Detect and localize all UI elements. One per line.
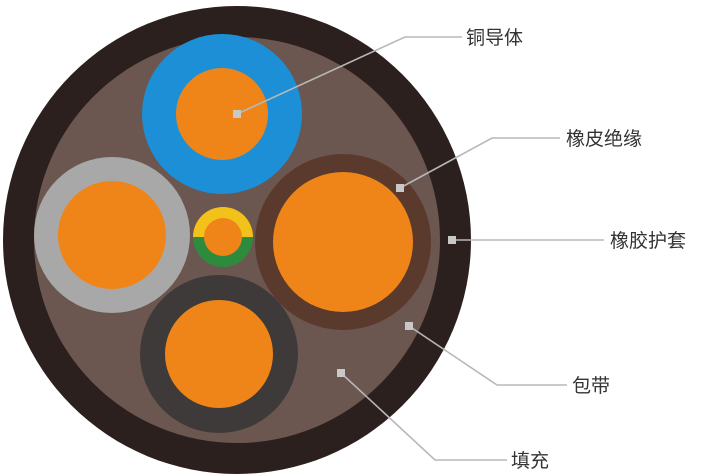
label-conductor: 铜导体 [466,27,523,49]
label-tape: 包带 [572,375,610,397]
leader-line-insulation [399,137,560,189]
core-brown-conductor [273,172,413,312]
leader-dot-tape [405,322,413,330]
leader-dot-conductor [233,110,241,118]
core-grey-conductor [58,181,166,289]
leader-dot-filler [337,369,345,377]
leader-dot-sheath [448,236,456,244]
core-blue-conductor [176,68,268,160]
earth-core-conductor [204,218,242,256]
label-sheath: 橡胶护套 [610,230,686,252]
leader-line-tape [408,325,567,386]
label-insulation: 橡皮绝缘 [566,128,642,150]
core-black-conductor [165,300,273,408]
leader-line-conductor [236,36,462,115]
leader-line-filler [340,372,507,461]
leader-dot-insulation [396,184,404,192]
label-filler: 填充 [511,450,549,472]
